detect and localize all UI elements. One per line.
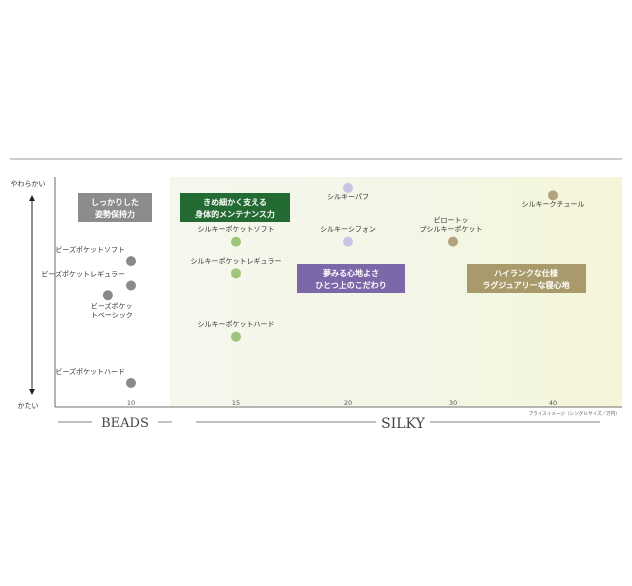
- x-tick-label: 10: [127, 399, 135, 407]
- callout-box: [78, 193, 152, 222]
- callout-text: きめ細かく支える: [203, 197, 267, 207]
- data-point-label: シルキーパフ: [327, 193, 369, 201]
- silky-category-label: SILKY: [381, 416, 426, 432]
- callout-box: [297, 264, 405, 293]
- callout-box: [180, 193, 290, 222]
- callout-text: ひとつ上のこだわり: [315, 280, 386, 290]
- data-point: [343, 236, 353, 247]
- callout-text: ハイランクな仕様: [494, 268, 559, 278]
- callout-luxury: ハイランクな仕様 ラグジュアリーな寝心地: [467, 264, 586, 293]
- y-top-label: やわらかい: [11, 180, 46, 188]
- data-point-label: シルキーポケットハード: [198, 321, 275, 329]
- data-point-label: ビーズポケットベーシック: [91, 301, 133, 319]
- data-point: [231, 268, 241, 279]
- data-point: [231, 331, 241, 342]
- callout-maintenance: きめ細かく支える 身体的メンテナンス力: [180, 193, 290, 222]
- data-point: [126, 256, 136, 267]
- callout-dreamy-comfort: 夢みる心地よさ ひとつ上のこだわり: [297, 264, 405, 293]
- x-tick-label: 30: [449, 399, 457, 407]
- data-point: [343, 183, 353, 193]
- data-point: [548, 190, 558, 201]
- data-point: [231, 236, 241, 247]
- data-point-label: シルキーポケットレギュラー: [191, 257, 282, 265]
- points-layer: ビーズポケットソフトビーズポケットレギュラービーズポケットベーシックビーズポケッ…: [41, 183, 585, 388]
- callout-text: ラグジュアリーな寝心地: [482, 280, 569, 290]
- data-point-label: シルキーシフォン: [320, 226, 376, 234]
- arrow-head-up: [29, 195, 35, 201]
- data-point: [448, 236, 458, 247]
- callout-box: [467, 264, 586, 293]
- data-point: [102, 290, 113, 301]
- x-tick-label: 20: [344, 399, 352, 407]
- data-point-label: ビーズポケットソフト: [55, 245, 125, 254]
- data-point-label: シルキーポケットソフト: [198, 226, 275, 234]
- y-bottom-label: かたい: [18, 402, 39, 410]
- data-point: [126, 378, 136, 388]
- arrow-head-down: [29, 389, 35, 395]
- beads-category-label: BEADS: [101, 416, 149, 431]
- callout-text: 夢みる心地よさ: [323, 268, 379, 278]
- data-point-label: シルキークチュール: [522, 200, 585, 208]
- data-point: [126, 280, 136, 291]
- callout-firm-support: しっかりした 姿勢保持力: [78, 193, 152, 222]
- data-point-label: ピロートップシルキーポケット: [420, 217, 483, 234]
- callout-text: 身体的メンテナンス力: [195, 209, 275, 219]
- callout-text: しっかりした: [91, 197, 139, 207]
- data-point-label: ビーズポケットハード: [55, 367, 125, 376]
- x-tick-label: 15: [232, 399, 240, 407]
- data-point-label: ビーズポケットレギュラー: [41, 270, 125, 279]
- callout-text: 姿勢保持力: [95, 209, 135, 219]
- price-note: プライスイメージ（シングルサイズ／万円）: [528, 410, 620, 417]
- x-tick-label: 40: [549, 399, 557, 407]
